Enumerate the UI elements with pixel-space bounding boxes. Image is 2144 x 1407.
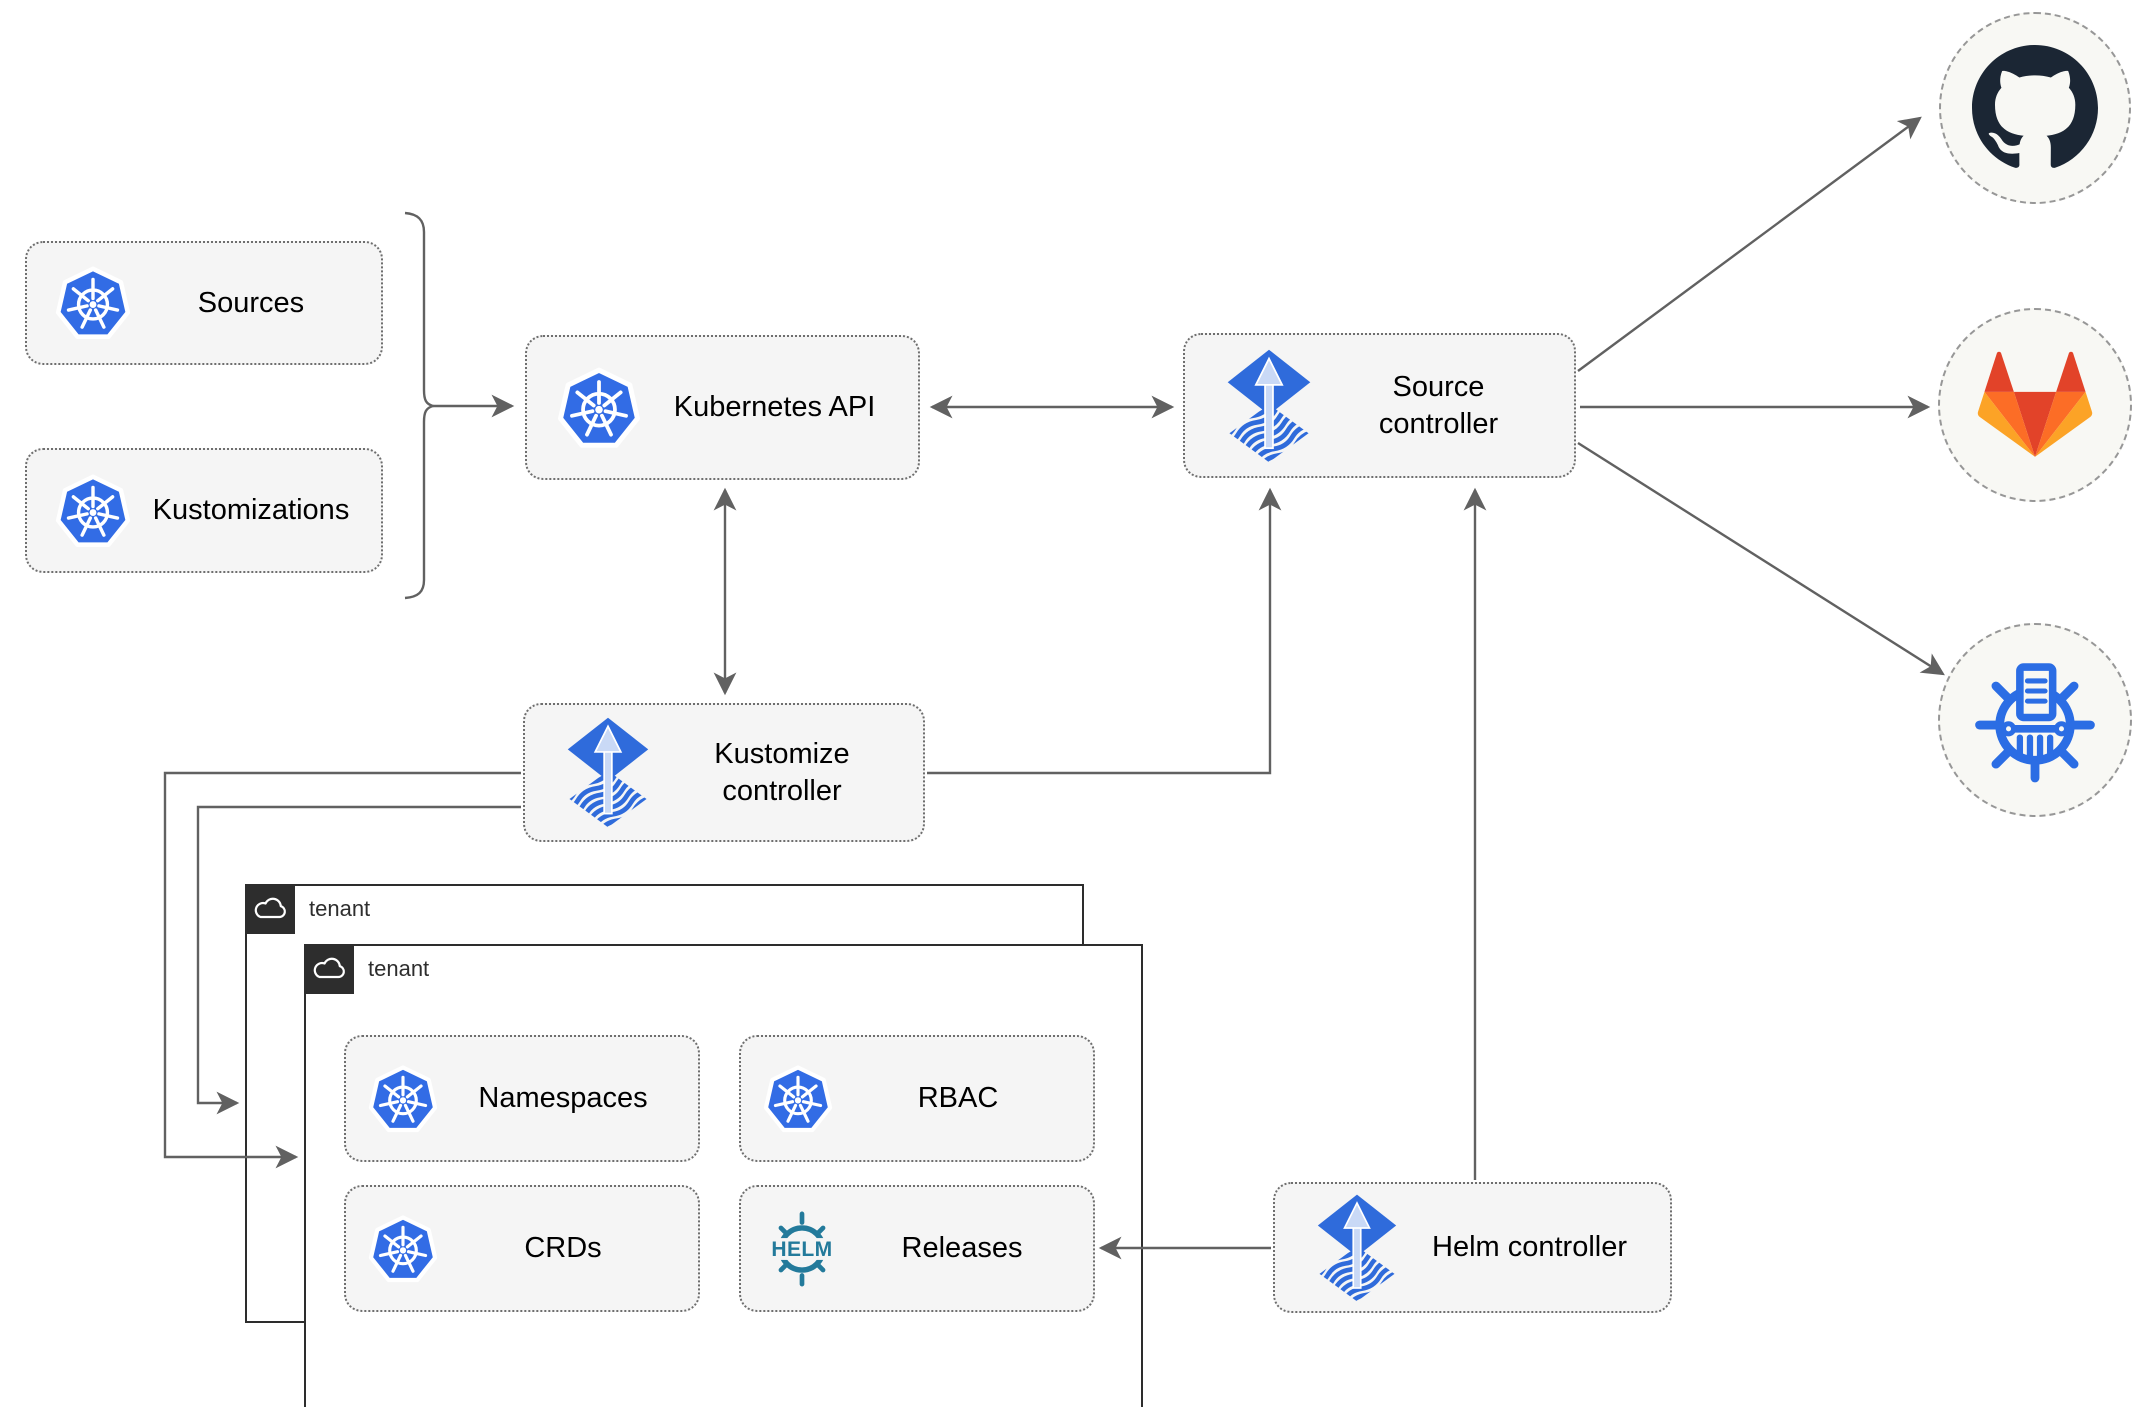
node-label: Source controller: [1378, 371, 1499, 440]
endpoint-github: [1939, 12, 2131, 204]
flux-icon: [1315, 1193, 1399, 1303]
helm-icon: HELM: [763, 1210, 841, 1288]
kubernetes-icon: [368, 1214, 438, 1284]
kubernetes-icon: [368, 1064, 438, 1134]
node-label: Kustomizations: [152, 494, 350, 527]
endpoint-gitlab: [1938, 308, 2132, 502]
endpoint-chart-repository: [1938, 623, 2132, 817]
brace-sources-group: [404, 211, 438, 600]
kubernetes-icon: [55, 265, 131, 341]
tenant-label: tenant: [368, 956, 430, 981]
arrow-sourcectrl-to-github: [1577, 116, 1922, 372]
node-label: Sources: [197, 286, 305, 319]
flux-icon: [565, 716, 651, 829]
tenant-frame-front: tenant Namespaces RBAC CRDs: [304, 944, 1143, 1407]
node-kubernetes-api: Kubernetes API: [525, 335, 920, 480]
node-kustomizations: Kustomizations: [25, 448, 383, 573]
node-label: Kustomize controller: [714, 738, 850, 807]
gitlab-icon: [1977, 351, 2093, 457]
node-label: Releases: [901, 1232, 1023, 1265]
kubernetes-icon: [557, 366, 641, 450]
tenant-tag: [304, 944, 354, 994]
node-label: CRDs: [524, 1232, 602, 1265]
arrow-kustomize-to-sourcectrl: [927, 487, 1282, 775]
node-sources: Sources: [25, 241, 383, 365]
kubernetes-icon: [55, 473, 131, 549]
helm-icon-text: HELM: [771, 1238, 832, 1261]
node-rbac: RBAC: [739, 1035, 1095, 1162]
tenant-tag: [245, 884, 295, 934]
node-label: Helm controller: [1432, 1231, 1627, 1264]
node-source-controller: Source controller: [1183, 333, 1576, 478]
cloud-icon: [313, 957, 345, 979]
node-helm-controller: Helm controller: [1273, 1182, 1672, 1313]
chartmuseum-icon: [1972, 657, 2098, 783]
node-label: Kubernetes API: [673, 391, 876, 424]
node-kustomize-controller: Kustomize controller: [523, 703, 925, 842]
tenant-label: tenant: [309, 896, 371, 921]
node-label: RBAC: [917, 1082, 999, 1115]
node-crds: CRDs: [344, 1185, 700, 1312]
flux-icon: [1225, 348, 1313, 464]
cloud-icon: [254, 897, 286, 919]
kubernetes-icon: [763, 1064, 833, 1134]
node-namespaces: Namespaces: [344, 1035, 700, 1162]
node-label: Namespaces: [478, 1082, 648, 1115]
github-icon: [1972, 45, 2098, 168]
node-releases: HELM Releases: [739, 1185, 1095, 1312]
arrow-sourcectrl-to-chartrepo: [1577, 441, 1945, 676]
